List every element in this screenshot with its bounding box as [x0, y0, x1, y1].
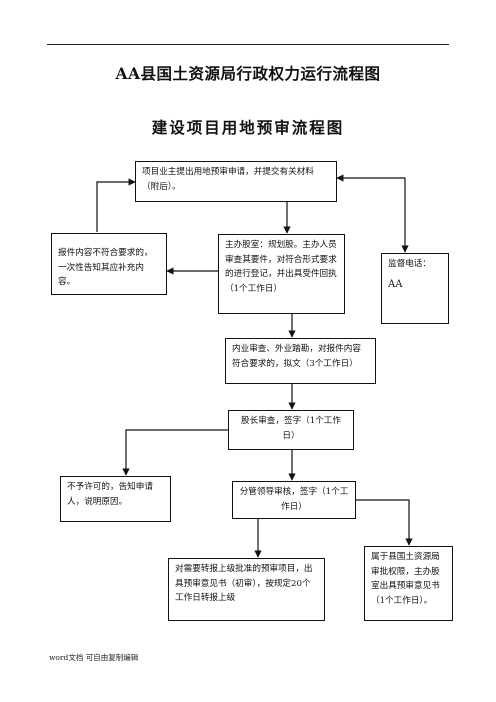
- upper-level-text: 对需要转报上级批准的预审项目，出具预审意见书（初审），按规定20个工作日转报上级: [175, 564, 313, 603]
- intake-text: 主办股室：规划股。主办人员审查其要件，对符合形式要求的进行登记，并出具受件回执（…: [225, 240, 337, 294]
- header-rule: [47, 44, 449, 45]
- intake-box: 主办股室：规划股。主办人员审查其要件，对符合形式要求的进行登记，并出具受件回执（…: [218, 234, 345, 314]
- supervision-label: 监督电话：: [388, 259, 431, 269]
- internal-review-box: 内业审查、外业踏勘，对报件内容符合要求的，拟文（3个工作日）: [225, 338, 376, 384]
- county-level-box: 属于县国土资源局审批权限，主办股室出具预审意见书（1个工作日）。: [364, 546, 453, 621]
- supervision-value: AA: [388, 278, 403, 290]
- page-footer: word文档 可自由复制编辑: [49, 653, 139, 662]
- document-title: AA县国土资源局行政权力运行流程图: [115, 64, 381, 83]
- county-level-text: 属于县国土资源局审批权限，主办股室出具预审意见书（1个工作日）。: [371, 552, 440, 606]
- reject-incomplete-box: 报件内容不符合要求的，一次性告知其应补充内容。: [51, 233, 167, 295]
- section-chief-text: 股长审查，签字（1个工作日）: [241, 416, 341, 441]
- upper-level-box: 对需要转报上级批准的预审项目，出具预审意见书（初审），按规定20个工作日转报上级: [168, 558, 325, 621]
- arrow-apply-supervision: [336, 174, 409, 253]
- reject-incomplete-text: 报件内容不符合要求的，一次性告知其应补充内容。: [58, 248, 153, 287]
- leader-review-box: 分管领导审核，签字（1个工作日）: [232, 481, 356, 519]
- apply-box: 项目业主提出用地预审申请，并提交有关材料（附后）。: [135, 161, 337, 202]
- supervision-box: 监督电话： AA: [381, 253, 449, 324]
- leader-review-text: 分管领导审核，签字（1个工作日）: [239, 487, 349, 512]
- document-subtitle: 建设项目用地预审流程图: [151, 118, 345, 137]
- not-permitted-box: 不予许可的，告知申请人，说明原因。: [60, 476, 171, 522]
- section-chief-box: 股长审查，签字（1个工作日）: [228, 410, 354, 450]
- not-permitted-text: 不予许可的，告知申请人，说明原因。: [67, 482, 153, 507]
- arrow-chief-to-denied: [122, 429, 228, 476]
- internal-review-text: 内业审查、外业踏勘，对报件内容符合要求的，拟文（3个工作日）: [232, 344, 361, 369]
- arrow-leader-to-county: [356, 499, 413, 546]
- arrow-reject-to-apply: [96, 178, 136, 232]
- apply-text: 项目业主提出用地预审申请，并提交有关材料（附后）。: [142, 167, 314, 192]
